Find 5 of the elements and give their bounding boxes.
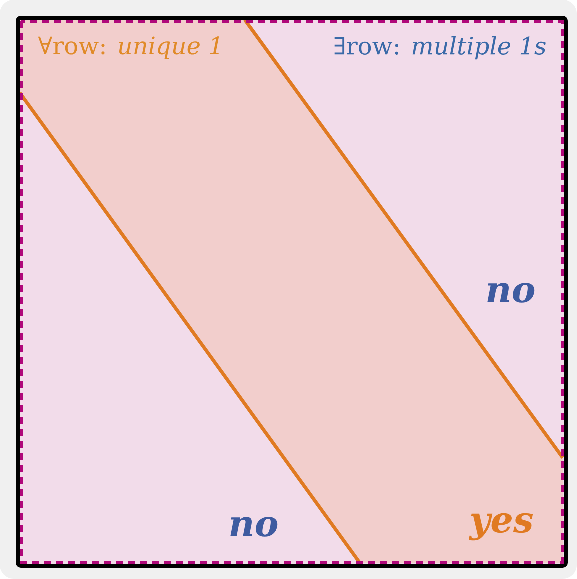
region-label: ∃row: multiple 1s bbox=[334, 36, 546, 60]
region-label: ∀row: unique 1 bbox=[38, 36, 220, 60]
answer-label: no bbox=[488, 283, 535, 303]
answer-label: yes bbox=[469, 513, 534, 541]
answer-label: no bbox=[230, 517, 278, 537]
